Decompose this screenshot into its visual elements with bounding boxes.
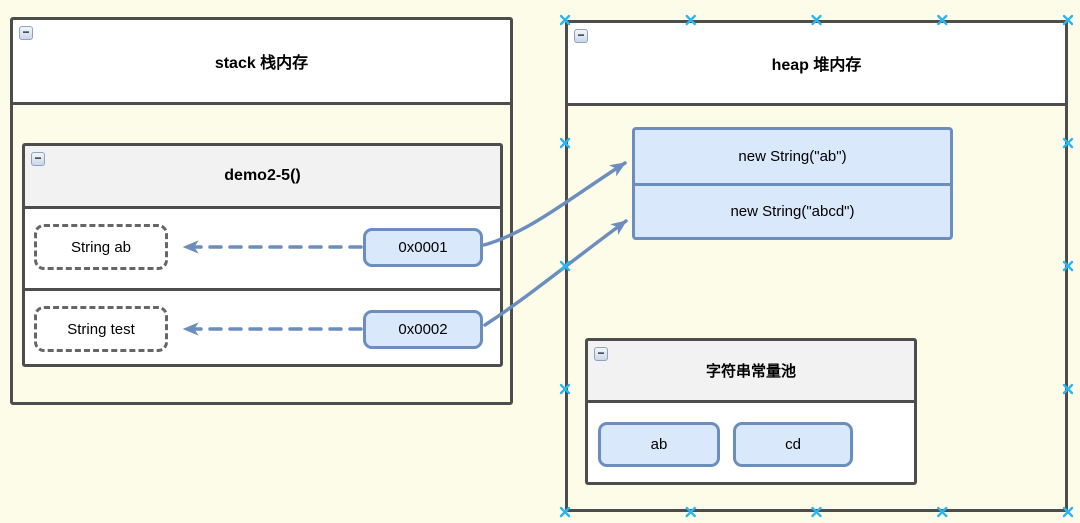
heap-object-label: new String("abcd")	[730, 203, 855, 220]
address-node-0x0002[interactable]: 0x0002	[363, 310, 483, 349]
collapse-icon[interactable]: −	[19, 26, 33, 40]
collapse-icon[interactable]: −	[574, 29, 588, 43]
collapse-icon[interactable]: −	[31, 152, 45, 166]
collapse-icon[interactable]: −	[594, 347, 608, 361]
string-pool-title: 字符串常量池	[705, 363, 796, 380]
stack-title-bar: − stack 栈内存	[13, 20, 510, 105]
variable-node-string-ab[interactable]: String ab	[34, 224, 168, 270]
pool-item-ab[interactable]: ab	[598, 422, 720, 467]
variable-node-string-test[interactable]: String test	[34, 306, 168, 352]
heap-title-bar: − heap 堆内存	[568, 23, 1065, 106]
address-label: 0x0002	[398, 321, 448, 338]
variable-label: String test	[67, 320, 135, 338]
pool-item-label: ab	[650, 436, 668, 453]
stack-title: stack 栈内存	[214, 55, 309, 72]
frame-title-bar: − demo2-5()	[25, 146, 500, 209]
address-node-0x0001[interactable]: 0x0001	[363, 228, 483, 267]
heap-object-new-string-abcd[interactable]: new String("abcd")	[635, 186, 950, 237]
frame-title: demo2-5()	[224, 167, 301, 184]
pool-item-label: cd	[785, 436, 801, 453]
string-pool-title-bar: − 字符串常量池	[588, 341, 914, 403]
stack-container[interactable]: − stack 栈内存	[10, 17, 513, 405]
heap-title: heap 堆内存	[771, 57, 862, 74]
heap-object-label: new String("ab")	[738, 148, 847, 165]
string-pool-frame[interactable]: − 字符串常量池 ab cd	[585, 338, 917, 485]
address-label: 0x0001	[398, 239, 448, 256]
variable-label: String ab	[70, 238, 132, 256]
pool-item-cd[interactable]: cd	[733, 422, 853, 467]
heap-object-new-string-ab[interactable]: new String("ab")	[635, 130, 950, 186]
heap-object-list[interactable]: new String("ab") new String("abcd")	[632, 127, 953, 240]
